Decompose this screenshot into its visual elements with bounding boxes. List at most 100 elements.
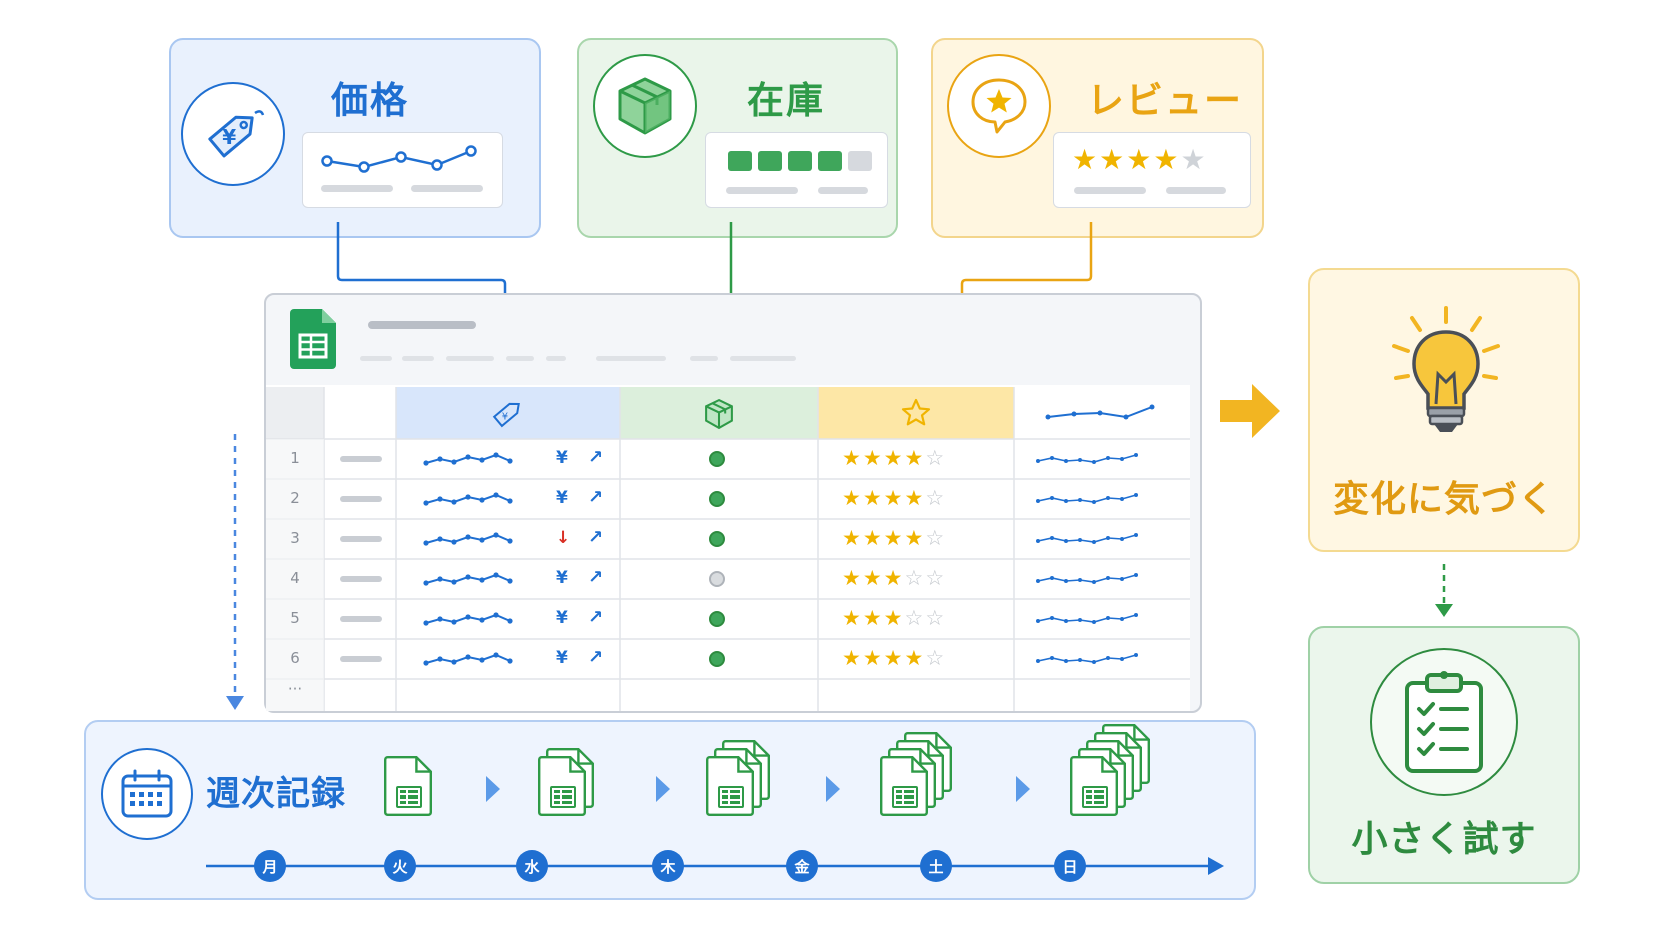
row-number: 2	[290, 489, 300, 507]
yen-icon: ¥	[556, 448, 568, 468]
in-stock-dot	[709, 651, 725, 667]
product-name-placeholder	[340, 616, 382, 622]
review-title: レビュー	[1087, 79, 1243, 122]
notice-card: 変化に気づく	[1308, 268, 1580, 552]
price-card: ¥ 価格	[169, 38, 541, 238]
trend-sparkline	[1036, 533, 1138, 544]
star-filled-icon: ★	[883, 646, 905, 670]
trend-up-arrow-icon: ↗	[588, 487, 604, 508]
product-name-placeholder	[340, 536, 382, 542]
product-name-placeholder	[340, 656, 382, 662]
row-number: 3	[290, 529, 300, 547]
price-sparkline	[423, 612, 513, 626]
star-filled-icon: ★	[842, 566, 863, 590]
star-filled-icon: ★	[842, 606, 863, 630]
star-filled-icon: ★	[883, 446, 905, 470]
star-rating: ★★★★☆	[842, 526, 946, 550]
weekday-marker[interactable]: 木	[652, 850, 684, 882]
google-sheets-icon	[550, 786, 576, 812]
svg-text:¥: ¥	[222, 125, 236, 149]
dotted-down-arrow-green	[1435, 564, 1453, 617]
trend-sparkline	[1036, 493, 1138, 504]
price-title: 価格	[331, 79, 409, 122]
star-filled-icon: ★	[862, 486, 884, 510]
in-stock-dot	[709, 611, 725, 627]
price-preview-card	[302, 132, 503, 208]
weekday-marker[interactable]: 月	[254, 850, 286, 882]
price-sparkline	[423, 572, 513, 586]
star-filled-icon: ★	[862, 646, 884, 670]
star-empty-icon: ☆	[925, 446, 947, 470]
google-sheets-icon	[1082, 786, 1108, 812]
header-price[interactable]: ¥	[396, 387, 620, 439]
google-sheets-icon	[396, 786, 422, 812]
star-filled-icon: ★	[842, 486, 863, 510]
weekly-title: 週次記録	[206, 774, 346, 814]
product-name-placeholder	[340, 496, 382, 502]
row-number: 6	[290, 649, 300, 667]
trend-up-arrow-icon: ↗	[588, 567, 604, 588]
star-rating: ★★★★☆	[842, 486, 946, 510]
in-stock-dot	[709, 491, 725, 507]
dotted-down-arrow	[226, 434, 244, 710]
yen-icon: ¥	[556, 608, 568, 628]
stock-card: 在庫	[577, 38, 898, 238]
yen-icon: ¥	[556, 568, 568, 588]
star-filled-icon: ★	[862, 566, 884, 590]
star-rating: ★★★★☆	[842, 446, 946, 470]
google-sheets-icon	[892, 786, 918, 812]
header-trend[interactable]	[1014, 387, 1190, 439]
calendar-icon	[101, 748, 193, 840]
header-name	[324, 387, 396, 439]
weekday-marker[interactable]: 日	[1054, 850, 1086, 882]
in-stock-dot	[709, 451, 725, 467]
trend-up-arrow-icon: ↗	[588, 647, 604, 668]
price-sparkline	[423, 492, 513, 506]
yen-icon: ¥	[556, 488, 568, 508]
progress-arrow-icon	[1014, 774, 1032, 808]
google-sheets-icon	[718, 786, 744, 812]
clipboard-checklist-icon	[1370, 648, 1518, 796]
price-sparkline	[423, 452, 513, 466]
header-stock[interactable]	[620, 387, 818, 439]
star-filled-icon: ★	[883, 606, 905, 630]
star-filled-icon: ★	[842, 526, 863, 550]
star-empty-icon: ☆	[925, 606, 947, 630]
price-tag-yen-icon: ¥	[492, 402, 520, 428]
stock-title: 在庫	[747, 79, 825, 122]
progress-arrow-icon	[484, 774, 502, 808]
review-card: レビュー ★★★★★	[931, 38, 1264, 238]
in-stock-dot	[709, 531, 725, 547]
stock-preview-card	[705, 132, 888, 208]
header-review[interactable]	[818, 387, 1014, 439]
trend-sparkline	[1036, 453, 1138, 464]
review-star-rating: ★★★★★	[1072, 143, 1208, 176]
star-filled-icon: ★	[904, 486, 926, 510]
lightbulb-icon	[1392, 306, 1500, 432]
row-number: 5	[290, 609, 300, 627]
star-filled-icon: ★	[904, 646, 926, 670]
yen-icon: ¥	[556, 648, 568, 668]
row-number: 4	[290, 569, 300, 587]
arrow-right-icon	[1220, 384, 1280, 438]
star-empty-icon: ☆	[925, 566, 947, 590]
product-name-placeholder	[340, 576, 382, 582]
weekday-marker[interactable]: 金	[786, 850, 818, 882]
weekday-marker[interactable]: 火	[384, 850, 416, 882]
star-rating: ★★★☆☆	[842, 566, 946, 590]
price-down-arrow-icon: ↓	[556, 528, 571, 548]
review-preview-card: ★★★★★	[1053, 132, 1251, 208]
weekday-marker[interactable]: 土	[920, 850, 952, 882]
star-rating: ★★★☆☆	[842, 606, 946, 630]
price-tag-yen-icon: ¥	[181, 82, 285, 186]
try-title: 小さく試す	[1351, 819, 1537, 860]
svg-text:¥: ¥	[502, 412, 508, 423]
sheet-title-placeholder	[368, 321, 476, 329]
out-of-stock-dot	[709, 571, 725, 587]
weekday-marker[interactable]: 水	[516, 850, 548, 882]
star-outline-icon	[901, 398, 931, 426]
